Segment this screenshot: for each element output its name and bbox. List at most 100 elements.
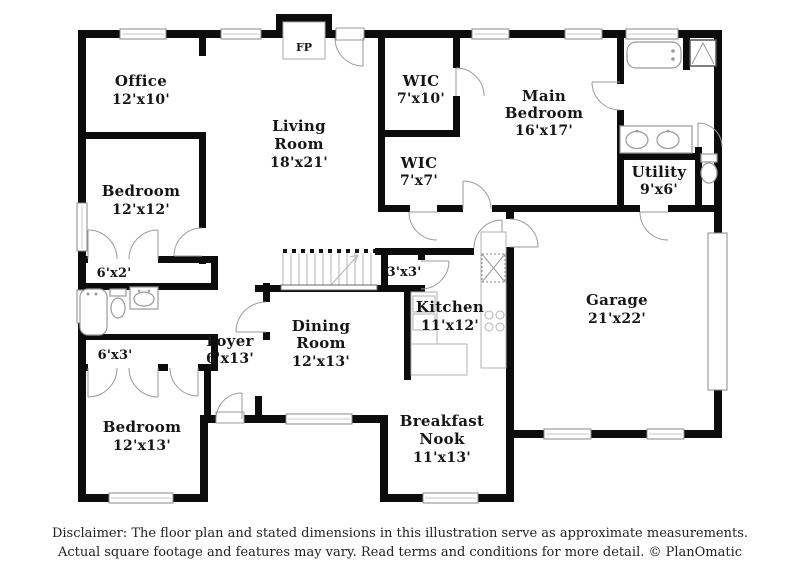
room-dims: 12'x13' <box>292 354 350 370</box>
toilet-icon <box>110 297 126 319</box>
closet-label: 3'x3' <box>387 265 422 280</box>
stove-burner <box>484 322 494 332</box>
wall-segment <box>453 30 460 68</box>
wall-segment <box>380 415 388 502</box>
faucet-icon <box>94 292 98 296</box>
wall-segment <box>199 132 206 228</box>
wall-segment <box>364 30 722 38</box>
room-label: Bedroom <box>102 182 181 200</box>
room-label: Dining <box>292 317 351 335</box>
wall-segment <box>375 248 474 255</box>
stove-burner <box>495 322 505 332</box>
room-label: Bedroom <box>505 104 584 122</box>
toilet-tank <box>109 288 127 297</box>
room-label: Foyer <box>206 332 254 350</box>
back-door-arc <box>334 37 364 67</box>
kitchen-hall-door-arc <box>473 219 503 249</box>
wall-segment <box>263 283 270 302</box>
main-bedroom-door-arc <box>462 180 492 210</box>
wall-segment <box>492 205 640 212</box>
kitchen-counter <box>480 231 507 369</box>
wall-segment <box>200 415 208 502</box>
bathroom-door-arc <box>235 301 267 333</box>
front-door-arc <box>215 392 243 420</box>
stairs-rail <box>280 284 378 291</box>
shower-icon <box>689 39 717 67</box>
room-label: WIC <box>400 154 438 172</box>
faucet-icon <box>671 57 675 61</box>
fireplace-label: FP <box>296 41 312 54</box>
sink-icon <box>625 130 649 150</box>
bathtub-icon <box>626 41 682 69</box>
sink-icon <box>656 130 680 150</box>
wall-segment <box>506 212 514 219</box>
bedroom-door-arc <box>173 227 203 257</box>
faucet-icon <box>137 289 141 293</box>
room-dims: 12'x12' <box>112 202 170 218</box>
room-dims: 16'x17' <box>515 123 573 139</box>
wall-segment <box>78 256 88 263</box>
toilet-tank <box>700 153 718 163</box>
toilet-icon <box>700 162 718 184</box>
room-dims: 7'x10' <box>397 91 445 107</box>
doors <box>87 27 723 424</box>
room-dims: 11'x13' <box>413 450 471 466</box>
wall-segment <box>78 30 283 38</box>
wall-segment <box>453 96 460 137</box>
wall-segment <box>381 248 388 292</box>
wic-door-arc <box>408 211 438 241</box>
room-label: Room <box>296 334 346 352</box>
disclaimer-line-1: Disclaimer: The floor plan and stated di… <box>51 526 749 541</box>
front-door-leaf <box>215 411 245 424</box>
wall-segment <box>263 332 270 340</box>
utility-door-arc <box>639 211 669 241</box>
room-label: Living <box>272 117 326 135</box>
wall-segment <box>617 30 624 84</box>
wall-segment <box>617 153 695 160</box>
sink-icon <box>133 291 155 307</box>
wall-segment <box>199 30 206 56</box>
wall-segment <box>158 364 168 371</box>
wall-segment <box>683 37 690 70</box>
stove-burner <box>484 310 494 320</box>
faucet-icon <box>666 129 670 133</box>
bathtub-icon <box>79 288 108 336</box>
room-dims: 12'x10' <box>112 92 170 108</box>
faucet-icon <box>86 292 90 296</box>
wall-segment <box>506 247 514 430</box>
wall-segment <box>78 30 86 502</box>
interior-walls <box>78 30 722 430</box>
wall-segment <box>378 205 410 212</box>
room-label: Office <box>115 72 167 90</box>
wall-segment <box>506 430 514 502</box>
wall-segment <box>78 132 206 139</box>
faucet-icon <box>422 302 426 306</box>
refrigerator-x <box>481 253 506 283</box>
closet-door-arc <box>87 229 118 260</box>
wall-segment <box>617 110 624 212</box>
wall-segment <box>211 256 218 290</box>
garage-entry-door-arc <box>509 218 539 248</box>
wall-segment <box>437 205 463 212</box>
disclaimer: Disclaimer: The floor plan and stated di… <box>0 524 800 562</box>
stairs-treads <box>282 253 372 285</box>
wall-segment <box>158 256 218 263</box>
room-label: WIC <box>402 72 440 90</box>
room-label: Room <box>274 135 324 153</box>
fireplace: FP <box>276 14 332 60</box>
windows <box>76 28 728 504</box>
room-labels: Office 12'x10' Living Room 18'x21' WIC 7… <box>97 72 688 466</box>
room-dims: 21'x22' <box>588 311 646 327</box>
room-label: Garage <box>586 291 648 309</box>
faucet-icon <box>671 49 675 53</box>
room-dims: 12'x13' <box>113 438 171 454</box>
wall-segment <box>78 334 218 340</box>
faucet-icon <box>147 289 151 293</box>
wall-segment <box>378 30 385 212</box>
wall-segment <box>381 285 425 292</box>
room-label: Main <box>522 87 566 105</box>
wall-segment <box>211 334 218 371</box>
room-label: Utility <box>632 163 688 181</box>
